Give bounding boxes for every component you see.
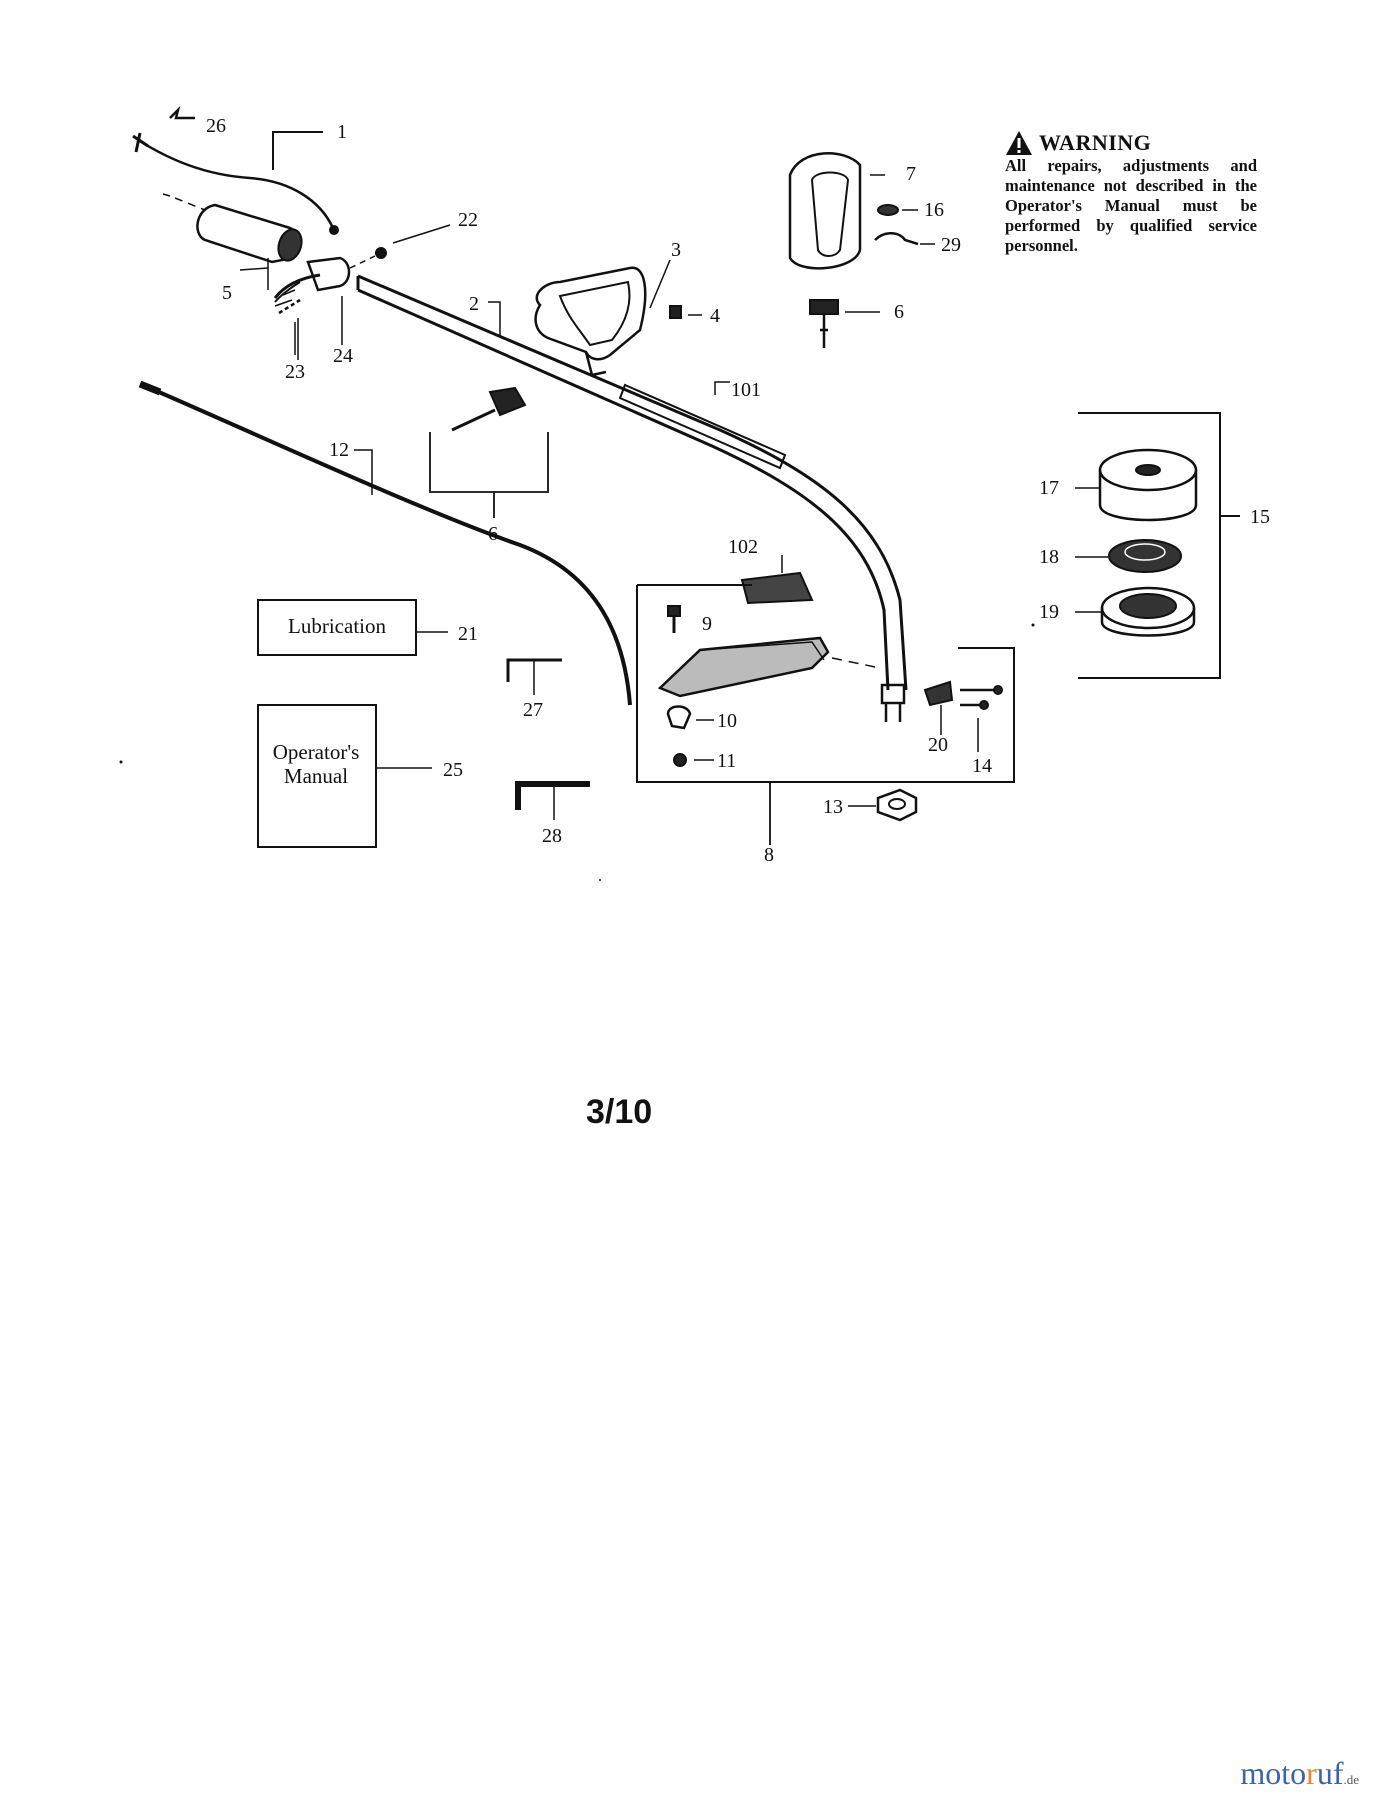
part-15-head-bracket [1078,412,1240,679]
part-9-screw [667,605,681,633]
watermark-part1: moto [1240,1755,1307,1791]
part-11-nut [673,753,714,767]
callout-4: 4 [710,305,720,327]
callout-27: 27 [523,699,543,721]
callout-1: 1 [337,121,347,143]
callout-22: 22 [458,209,478,231]
part-8-shield [657,636,881,698]
callout-101: 101 [731,379,761,401]
callout-11: 11 [717,750,737,772]
callout-5: 5 [222,282,232,304]
part-23-screw [278,298,301,360]
callout-15: 15 [1250,506,1270,528]
part-5-grip [162,193,303,290]
callout-2: 2 [469,293,479,315]
callout-28: 28 [542,825,562,847]
callout-6-lower: 6 [488,523,498,545]
callout-21: 21 [458,623,478,645]
part-10-clip [666,705,714,730]
part-14-bolts [960,685,1003,752]
part-22-screw [349,224,451,269]
part-6-knob-top [809,299,880,348]
watermark-part3: uf [1316,1755,1344,1791]
callout-18: 18 [1039,546,1059,568]
part-29-spring [874,232,935,246]
operators-manual-label: Operator's Manual [272,740,360,788]
callout-23: 23 [285,361,305,383]
callout-12: 12 [329,439,349,461]
part-26-clip [169,105,195,120]
callout-20: 20 [928,734,948,756]
part-4-nut [669,305,702,319]
part-18-spool [1075,539,1182,573]
part-102-decal [740,555,814,605]
lubrication-label: Lubrication [288,614,386,638]
part-7-knob-top [788,152,885,270]
part-20-bracket [923,680,954,735]
warning-notice: WARNING All repairs, adjustments and mai… [1005,130,1257,256]
callout-3: 3 [671,239,681,261]
lubrication-box-frame [257,599,448,656]
part-1-wire [132,131,339,235]
part-12-flex-cable [138,380,632,706]
watermark-logo: motoruf.de [1240,1755,1359,1792]
callout-13: 13 [823,796,843,818]
manual-box-frame [257,704,432,848]
callout-19: 19 [1039,601,1059,623]
callout-25: 25 [443,759,463,781]
part-13-nut [848,788,918,822]
part-101-sleeve [618,381,787,470]
part-2-shaft [356,274,908,722]
part-27-hex-key [506,658,562,695]
part-8-shield-box [636,584,1015,845]
watermark-suffix: .de [1343,1772,1359,1787]
callout-26: 26 [206,115,226,137]
part-3-handle [534,259,671,377]
warning-body: All repairs, adjustments and maintenance… [1005,156,1257,255]
callout-7: 7 [906,163,916,185]
part-28-hex-key [515,781,590,820]
callout-17: 17 [1039,477,1059,499]
callout-6-top: 6 [894,301,904,323]
part-16-washer [877,204,918,216]
callout-24: 24 [333,345,353,367]
callout-10: 10 [717,710,737,732]
part-6-knob-lower [429,386,549,518]
warning-title: WARNING [1039,130,1152,155]
part-17-housing [1075,448,1198,522]
callout-29: 29 [941,234,961,256]
callout-14: 14 [972,755,992,777]
callout-8: 8 [764,844,774,866]
watermark-part2: r [1306,1755,1317,1791]
warning-triangle-icon [1006,131,1032,155]
part-19-cap [1075,586,1196,637]
callout-102: 102 [728,536,758,558]
part-24-throttle [273,256,351,355]
callout-16: 16 [924,199,944,221]
callout-9: 9 [702,613,712,635]
page-number: 3/10 [586,1093,653,1131]
